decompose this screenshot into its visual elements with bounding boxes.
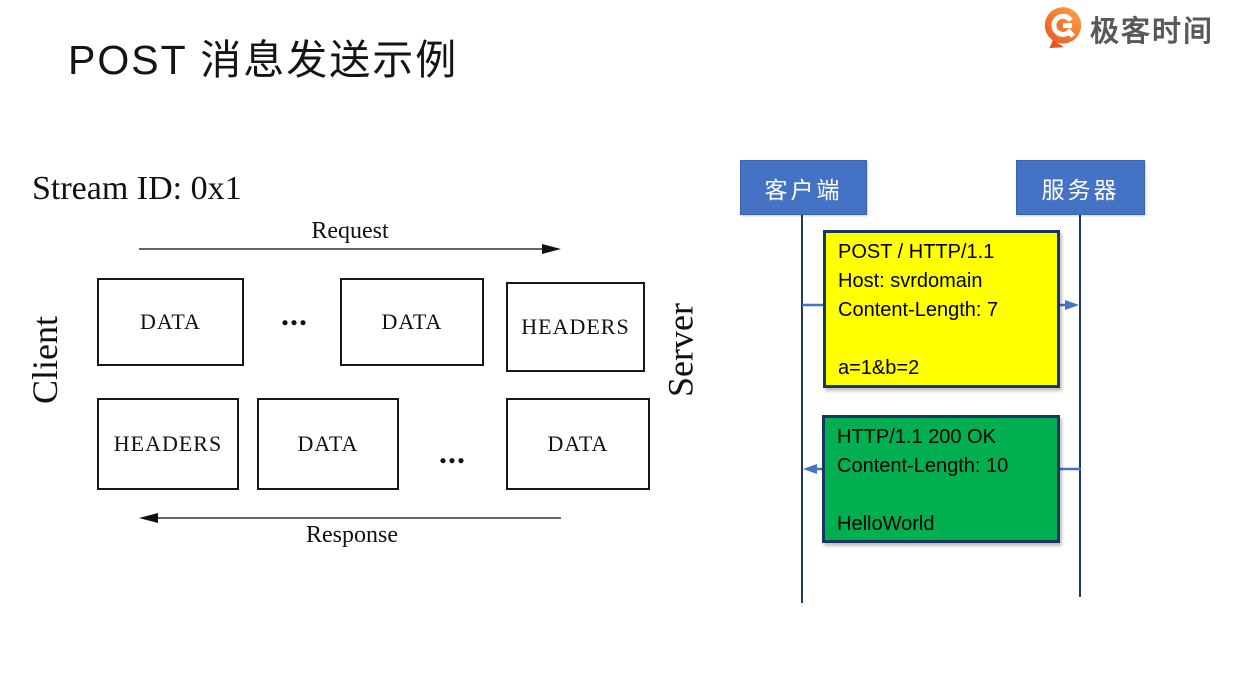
response-line: Content-Length: 10 (837, 455, 1009, 477)
response-arrow-label: Response (306, 522, 398, 548)
geektime-logo-text: 极客时间 (1089, 16, 1214, 48)
geektime-logo-icon (1044, 7, 1082, 49)
frame-box-data: DATA (506, 398, 650, 490)
frame-box-data: DATA (340, 278, 484, 366)
request-line: Content-Length: 7 (838, 299, 999, 321)
response-line: HelloWorld (837, 513, 935, 535)
response-message-box: HTTP/1.1 200 OK Content-Length: 10 Hello… (822, 415, 1060, 543)
frame-box-data: DATA (97, 278, 244, 366)
frame-box-headers: HEADERS (506, 282, 645, 372)
request-line: a=1&b=2 (838, 357, 920, 379)
response-line (837, 481, 1057, 510)
request-arrow (139, 244, 561, 254)
frames-ellipsis: ... (439, 434, 466, 470)
server-lifeline (1079, 213, 1081, 597)
server-actor-box: 服务器 (1016, 160, 1145, 215)
client-actor-box: 客户端 (740, 160, 867, 215)
request-message-box: POST / HTTP/1.1 Host: svrdomain Content-… (823, 230, 1060, 388)
request-arrow-label: Request (311, 218, 389, 244)
geektime-logo: 极客时间 (1043, 6, 1214, 52)
frames-ellipsis: ... (281, 296, 308, 332)
stream-id-label: Stream ID: 0x1 (32, 170, 242, 207)
response-line: HTTP/1.1 200 OK (837, 426, 996, 448)
request-line (838, 325, 1057, 354)
client-lifeline (801, 213, 803, 603)
server-label: Server (660, 303, 701, 397)
frame-box-data: DATA (257, 398, 399, 490)
response-arrow (139, 513, 561, 523)
frame-box-headers: HEADERS (97, 398, 239, 490)
request-line: Host: svrdomain (838, 270, 983, 292)
page-title: POST 消息发送示例 (68, 37, 459, 83)
request-line: POST / HTTP/1.1 (838, 241, 995, 263)
client-label: Client (25, 316, 65, 404)
